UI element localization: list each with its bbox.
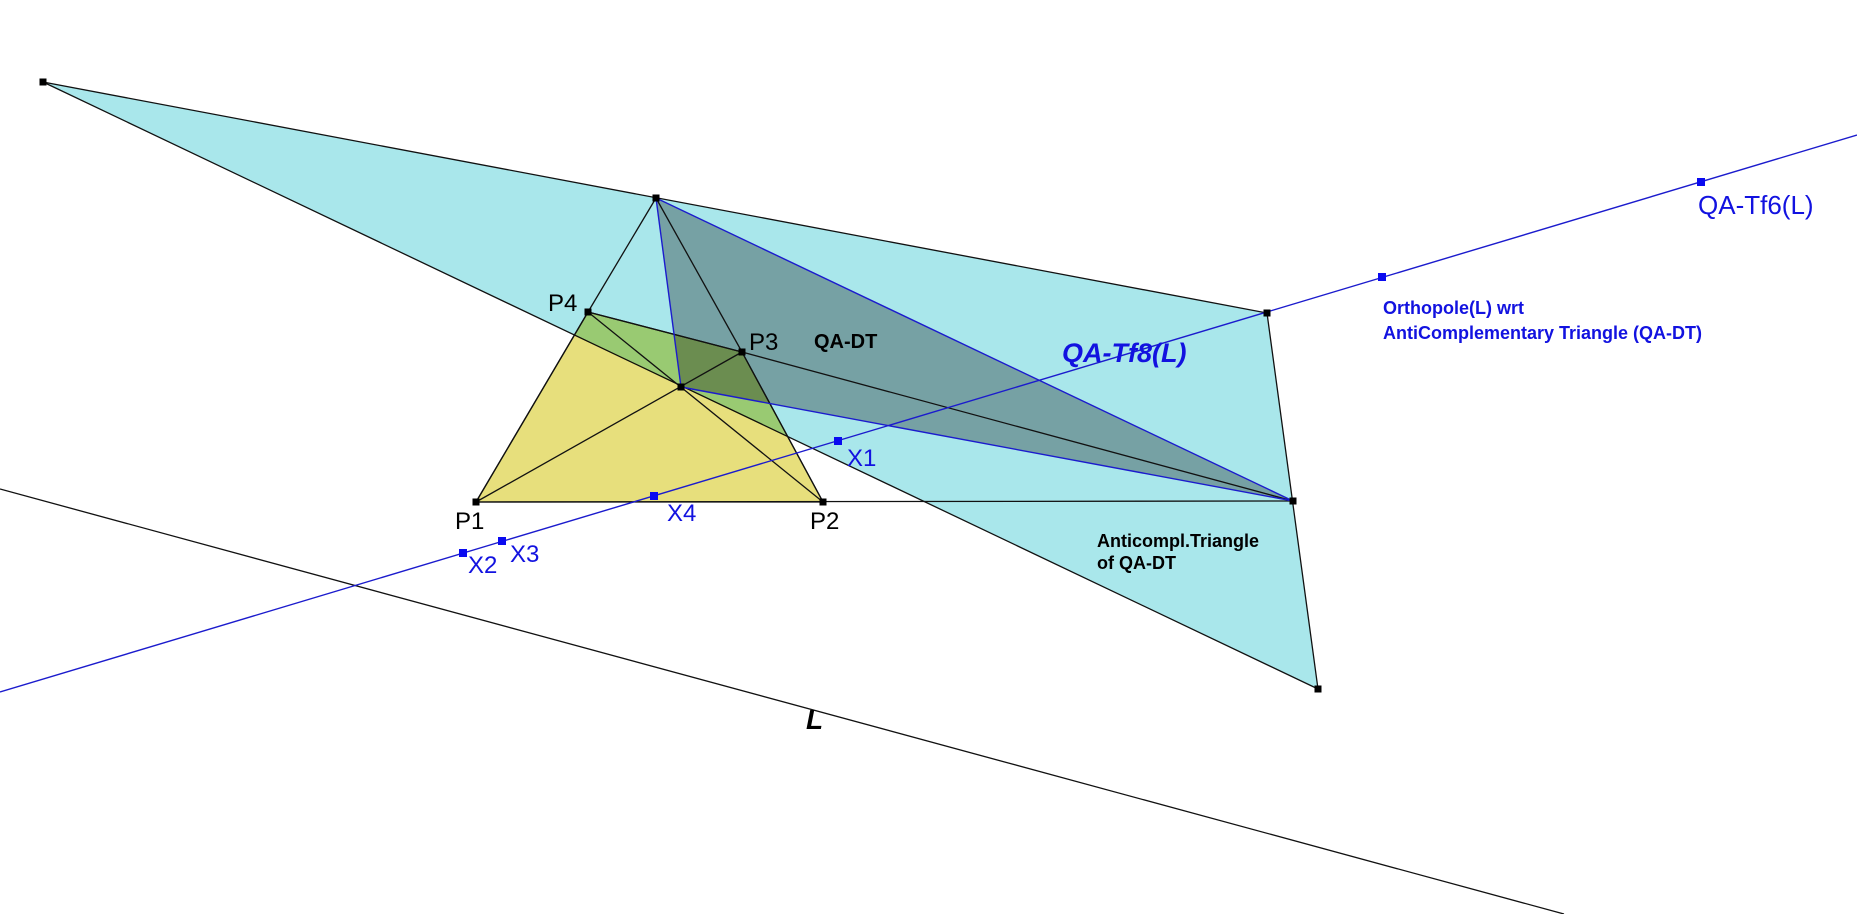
label-qa-dt: QA-DT (814, 331, 877, 353)
point-qadt-top[interactable] (652, 194, 660, 202)
point-qadt-mid[interactable] (677, 383, 685, 391)
label-p4: P4 (548, 290, 577, 317)
label-act-line1: Anticompl.Triangle (1097, 531, 1259, 551)
line-p4-p3[interactable] (587, 311, 743, 353)
point-act-right[interactable] (1263, 309, 1271, 317)
label-qa-tf8: QA-Tf8(L) (1062, 338, 1186, 368)
qa-dt-edge-top[interactable] (655, 197, 1294, 502)
label-p3: P3 (749, 329, 778, 356)
qa-dt-edge-bottom[interactable] (680, 386, 1294, 502)
label-orthopole-line1: Orthopole(L) wrt (1383, 298, 1524, 318)
point-act-topleft[interactable] (39, 78, 47, 86)
diagonal-p1-p3[interactable] (475, 351, 743, 503)
black-lines (0, 197, 1565, 914)
label-p1: P1 (455, 508, 484, 535)
label-qa-tf6: QA-Tf6(L) (1698, 190, 1814, 220)
line-p3-to-apex[interactable] (655, 197, 743, 353)
label-p2: P2 (810, 508, 839, 535)
point-orthopole[interactable] (1378, 273, 1386, 281)
point-act-bottom[interactable] (1314, 685, 1322, 693)
line-p3-extended-right[interactable] (741, 351, 1294, 502)
diagonal-p2-p4[interactable] (587, 311, 824, 503)
line-p4-to-apex[interactable] (587, 197, 657, 313)
line-qa-tf6[interactable] (0, 134, 1857, 693)
point-qadt-right[interactable] (1289, 497, 1297, 505)
point-x2[interactable] (459, 549, 467, 557)
label-act-line2: of QA-DT (1097, 553, 1176, 573)
point-p4[interactable] (584, 308, 592, 316)
line-p1-p4[interactable] (475, 311, 589, 503)
point-x1[interactable] (834, 437, 842, 445)
line-p2-p3[interactable] (741, 351, 824, 503)
label-orthopole-line2: AntiComplementary Triangle (QA-DT) (1383, 323, 1702, 343)
label-x4: X4 (667, 500, 696, 527)
black-points (39, 78, 1322, 693)
point-p1[interactable] (472, 498, 480, 506)
point-x3[interactable] (498, 537, 506, 545)
point-p3[interactable] (738, 348, 746, 356)
qa-dt-edge-left[interactable] (655, 197, 682, 388)
label-x2: X2 (468, 552, 497, 579)
blue-lines (0, 134, 1857, 693)
line-L[interactable] (0, 488, 1565, 914)
label-x3: X3 (510, 541, 539, 568)
label-x1: X1 (847, 445, 876, 472)
point-on-tf6[interactable] (1697, 178, 1705, 186)
blue-points (459, 178, 1705, 557)
line-p1-p2-extended[interactable] (475, 500, 1294, 503)
point-x4[interactable] (650, 492, 658, 500)
label-line-l: L (806, 704, 823, 735)
point-p2[interactable] (819, 498, 827, 506)
